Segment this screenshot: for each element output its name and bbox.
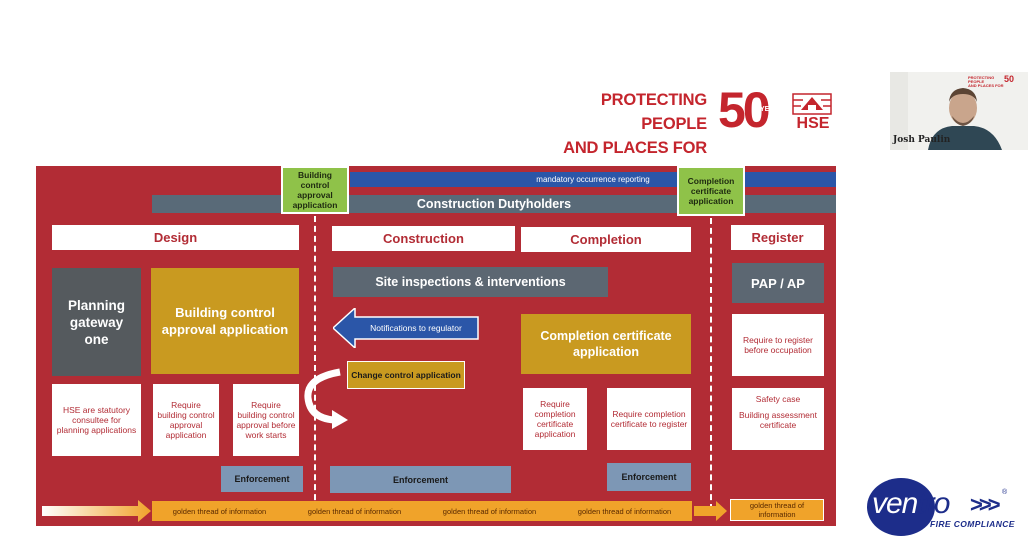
webcam-mini-fifty: 50 — [1004, 74, 1015, 84]
require-cc-application: Require completion certificate applicati… — [523, 388, 587, 450]
gateway-two-divider — [314, 216, 316, 510]
change-control-box: Change control application — [347, 361, 465, 389]
notifications-label: Notifications to regulator — [370, 323, 462, 333]
cc-application-box: Completion certificate application — [521, 314, 691, 374]
bac-label: Building assessment certificate — [739, 410, 817, 430]
ventro-tagline: FIRE COMPLIANCE — [930, 519, 1015, 529]
golden-thread-bar: golden thread of information golden thre… — [152, 501, 692, 521]
golden-thread-label-2: golden thread of information — [307, 506, 402, 516]
require-register-box: Require to register before occupation — [732, 314, 824, 376]
registered-mark: ® — [1002, 489, 1008, 496]
hse-wordmark: HSE — [796, 115, 830, 132]
ventro-logo-circle — [867, 478, 935, 536]
construction-enforcement: Enforcement — [330, 466, 511, 493]
curved-arrow-icon — [304, 368, 348, 429]
fifty-years-number: 50 — [718, 82, 771, 138]
require-cc-to-register: Require completion certificate to regist… — [607, 388, 691, 450]
golden-thread-label-4: golden thread of information — [577, 506, 672, 516]
tagline-line-2: AND PLACES FOR — [563, 139, 707, 157]
design-enforcement: Enforcement — [221, 466, 303, 492]
site-inspections-box: Site inspections & interventions — [333, 267, 608, 297]
mandatory-occurrence-bar: mandatory occurrence reporting — [350, 172, 836, 187]
webcam-mini-tagline: PROTECTING PEOPLE AND PLACES FOR — [968, 75, 1004, 88]
webcam-feed — [890, 72, 1028, 150]
golden-thread-start-arrow — [42, 500, 151, 522]
hse-statutory-consultee: HSE are statutory consultee for planning… — [52, 384, 141, 456]
golden-thread-label-3: golden thread of information — [442, 506, 537, 516]
completion-enforcement: Enforcement — [607, 463, 691, 491]
speaker-silhouette — [890, 72, 1028, 150]
left-arrow-icon — [333, 308, 479, 348]
stage-header-completion: Completion — [521, 227, 691, 252]
planning-gateway-one: Planning gateway one — [52, 268, 141, 376]
hse-house-icon — [792, 93, 832, 115]
require-bc-application: Require building control approval applic… — [153, 384, 219, 456]
bc-approval-application: Building control approval application — [151, 268, 299, 374]
stage-header-register: Register — [731, 225, 824, 250]
years-label: YEARS — [760, 106, 785, 113]
require-bc-before-work: Require building control approval before… — [233, 384, 299, 456]
stage-header-construction: Construction — [332, 226, 515, 251]
pap-ap-box: PAP / AP — [732, 263, 824, 303]
golden-thread-mid-arrow — [694, 501, 727, 521]
safety-case-box: Safety case Building assessment certific… — [732, 388, 824, 450]
hse-tagline: PROTECTING PEOPLE AND PLACES FOR — [532, 88, 707, 160]
gateway-three-box: Completion certificate application — [677, 166, 745, 216]
golden-thread-label-1: golden thread of information — [172, 506, 267, 516]
ventro-wordmark: ventro — [872, 487, 950, 520]
golden-thread-register: golden thread of information — [730, 499, 824, 521]
safety-case-label: Safety case — [755, 394, 801, 404]
ventro-chevrons-icon: >>> — [970, 492, 1000, 517]
speaker-name-label: Josh Paulin — [893, 135, 951, 145]
tagline-line-1: PROTECTING PEOPLE — [600, 91, 707, 133]
stage-header-design: Design — [52, 225, 299, 250]
gateway-three-divider — [710, 218, 712, 510]
gateway-two-box: Building control approval application — [281, 166, 349, 214]
